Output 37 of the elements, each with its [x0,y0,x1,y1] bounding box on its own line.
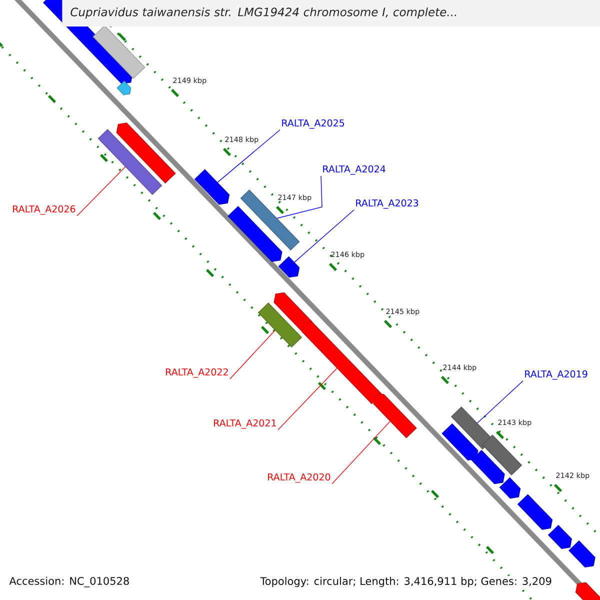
gene-box [240,190,300,250]
gene-label: RALTA_A2022 [166,368,228,378]
gene-feature [548,524,572,550]
gene-label: RALTA_A2026 [13,205,76,215]
gene-box [92,25,146,79]
gene-feature [471,450,505,484]
gene-feature [194,169,230,205]
gene-box [98,129,162,195]
leader-line [276,176,322,219]
gene-label: RALTA_A2021 [214,419,276,429]
gene-feature [116,122,176,184]
gene-label: RALTA_A2025 [282,119,344,129]
gene-label: RALTA_A2024 [323,165,386,175]
leader-line [477,380,524,424]
gene-label: RALTA_A2023 [356,199,418,209]
gene-feature [373,394,417,438]
leader-line [76,166,126,216]
gene-feature [274,292,312,332]
leader-line [294,210,354,263]
leader-line [217,130,280,183]
gene-feature [228,206,282,262]
leader-line [230,330,276,380]
leader-line [278,368,338,430]
gene-feature [517,494,553,530]
gene-feature [116,80,132,96]
gene-feature [568,540,596,568]
gene-label: RALTA_A2020 [268,473,330,483]
gene-feature [499,477,521,499]
map-statistics: Topology: circular; Length: 3,416,911 bp; Genes: 3,209 [259,576,553,588]
gene-feature [278,256,300,278]
gene-label: RALTA_A2019 [525,370,588,380]
accession-text: Accession: NC_010528 [8,576,131,588]
map-title: Cupriavidus taiwanensis str. LMG19424 chromosome I, complete... [62,0,600,26]
gene-feature [302,322,382,404]
gene-feature [442,423,478,461]
leader-line [332,421,390,484]
gene-feature [575,582,600,600]
